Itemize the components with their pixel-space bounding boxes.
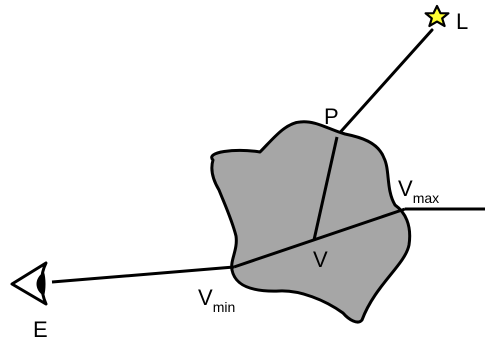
shadow-ray — [312, 136, 339, 241]
label-v-max: Vmax — [398, 176, 439, 206]
label-v-min: Vmin — [198, 285, 235, 315]
light-ray — [334, 28, 434, 139]
label-point-p: P — [324, 104, 339, 129]
eye-icon — [10, 261, 48, 306]
label-v: V — [313, 247, 328, 272]
view-ray-entry — [51, 265, 235, 284]
label-light: L — [456, 9, 468, 34]
view-ray-inside — [233, 207, 406, 269]
label-eye: E — [33, 317, 48, 342]
volume-blob — [210, 120, 412, 324]
star-icon — [424, 4, 450, 28]
